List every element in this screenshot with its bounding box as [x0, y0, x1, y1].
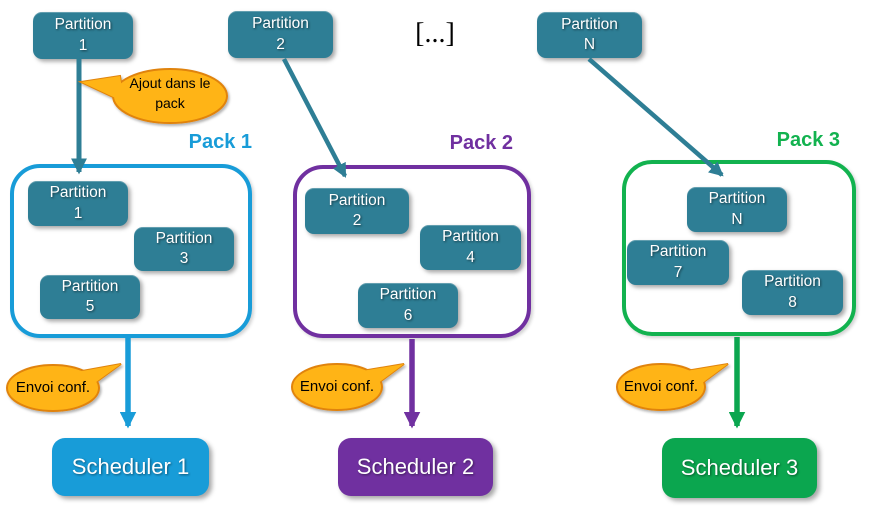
callout-envoi-2-text: Envoi conf.	[299, 378, 375, 395]
pack-2-partition-2-box: Partition 2	[305, 188, 409, 234]
partition-name: Partition	[379, 286, 437, 304]
partition-name: Partition	[649, 243, 707, 261]
scheduler-3-box: Scheduler 3	[662, 438, 817, 498]
partition-id: 5	[85, 298, 95, 315]
partition-id: N	[583, 36, 596, 53]
partition-id: N	[731, 210, 743, 228]
pack-2-container	[293, 165, 531, 338]
partition-name: Partition	[764, 273, 821, 291]
partition-id: 2	[276, 35, 285, 53]
partition-id: 1	[73, 204, 83, 222]
pack-1-label: Pack 1	[188, 131, 252, 153]
callout-ajout-text: Ajout dans le pack	[129, 75, 211, 112]
partition-name: Partition	[61, 277, 119, 295]
arrow-partitionN-to-pack3	[587, 57, 724, 177]
partition-name: Partition	[49, 184, 107, 202]
pack-3-partition-8-box: Partition 8	[742, 270, 843, 315]
pack-3-label: Pack 3	[776, 129, 840, 151]
ellipsis-label: [...]	[415, 18, 455, 49]
partition-id: 2	[352, 212, 362, 229]
partition-name: Partition	[561, 15, 618, 33]
partition-id: 8	[788, 293, 797, 311]
partition-id: 3	[179, 250, 189, 267]
pack-3-container	[622, 160, 856, 336]
arrow-partition2-to-pack2	[282, 57, 347, 178]
partition-n-source-box: Partition N	[537, 12, 642, 58]
pack-1-partition-5-box: Partition 5	[40, 275, 140, 319]
pack-2-label: Pack 2	[449, 132, 513, 154]
partition-name: Partition	[442, 228, 499, 246]
partition-2-source-box: Partition 2	[228, 11, 333, 58]
scheduler-2-box: Scheduler 2	[338, 438, 493, 496]
partition-id: 6	[403, 306, 413, 324]
partition-name: Partition	[708, 190, 766, 208]
partition-name: Partition	[252, 15, 309, 33]
scheduler-1-box: Scheduler 1	[52, 438, 209, 496]
partition-id: 1	[78, 36, 88, 54]
pack-1-partition-1-box: Partition 1	[28, 181, 128, 226]
partition-name: Partition	[328, 191, 386, 209]
pack-3-partition-n-box: Partition N	[687, 187, 787, 232]
callout-envoi-3-text: Envoi conf.	[623, 378, 699, 395]
callout-envoi-1-text: Envoi conf.	[15, 379, 91, 396]
pack-2-partition-6-box: Partition 6	[358, 283, 458, 328]
partition-name: Partition	[155, 229, 213, 247]
partition-id: 4	[466, 248, 475, 266]
partition-1-source-box: Partition 1	[33, 12, 133, 59]
pack-2-partition-4-box: Partition 4	[420, 225, 521, 270]
pack-1-partition-3-box: Partition 3	[134, 227, 234, 271]
pack-3-partition-7-box: Partition 7	[627, 240, 729, 285]
pack-1-container	[10, 164, 252, 338]
partition-id: 7	[673, 263, 683, 281]
partition-name: Partition	[54, 16, 112, 34]
